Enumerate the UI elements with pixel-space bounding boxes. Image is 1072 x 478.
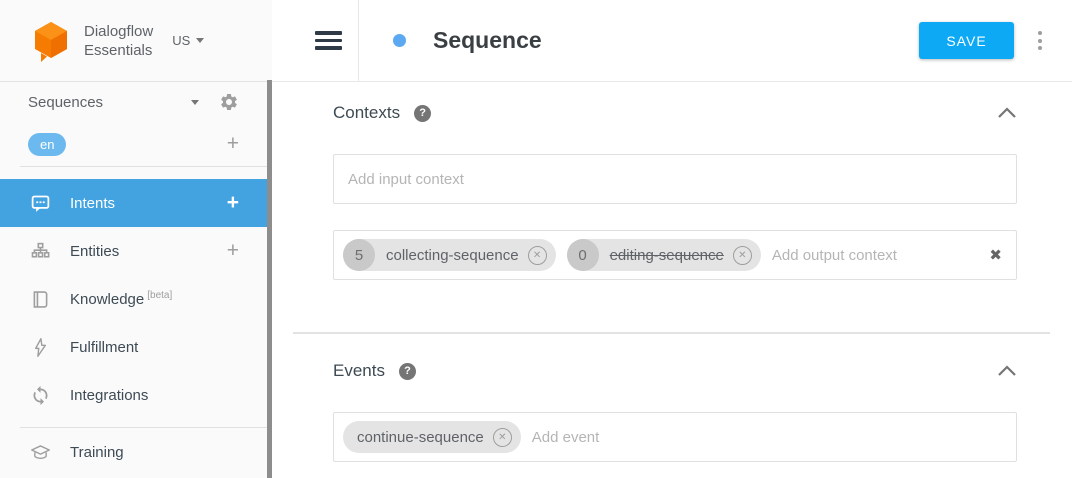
sidebar-item-label: Integrations	[70, 386, 149, 404]
help-icon[interactable]: ?	[414, 104, 432, 122]
sidebar-item-intents[interactable]: Intents +	[0, 179, 267, 227]
sidebar-item-fulfillment[interactable]: Fulfillment	[0, 323, 267, 371]
collapse-events-chevron-up-icon[interactable]	[997, 365, 1017, 377]
dialogflow-logo-icon	[35, 21, 67, 62]
brand-line1: Dialogflow	[84, 22, 154, 40]
remove-event-icon[interactable]: ✕	[492, 427, 512, 447]
entities-tree-icon	[31, 242, 50, 258]
intent-content: Contexts ? Add input context 5 collectin…	[272, 82, 1072, 462]
context-lifespan[interactable]: 0	[566, 239, 599, 271]
help-icon[interactable]: ?	[398, 362, 416, 380]
region-label: US	[172, 33, 191, 48]
scrollbar-thumb[interactable]	[267, 80, 272, 478]
add-language-button[interactable]: +	[226, 132, 239, 155]
event-chip[interactable]: continue-sequence ✕	[343, 421, 521, 453]
event-placeholder: Add event	[531, 428, 600, 446]
brand-line2: Essentials	[84, 41, 153, 59]
language-badge[interactable]: en	[28, 132, 67, 156]
main-panel: Sequence SAVE Contexts ? Add input conte…	[272, 0, 1072, 478]
agent-settings-gear-icon[interactable]	[219, 92, 239, 112]
sidebar-item-knowledge[interactable]: Knowledge[beta]	[0, 275, 267, 323]
clear-contexts-icon[interactable]: ✖	[989, 247, 1002, 264]
events-section-header: Events ?	[333, 361, 1017, 381]
events-heading: Events	[333, 361, 385, 380]
output-context-chip[interactable]: 0 editing-sequence ✕	[566, 239, 761, 271]
sidebar-scrollbar[interactable]	[267, 0, 272, 478]
menu-hamburger-icon[interactable]	[315, 31, 342, 50]
output-context-chip[interactable]: 5 collecting-sequence ✕	[343, 239, 556, 271]
language-row: en +	[0, 122, 267, 166]
beta-tag: [beta]	[147, 290, 173, 301]
add-intent-button[interactable]: +	[226, 191, 239, 214]
sidebar-divider	[20, 427, 267, 428]
sidebar-item-label: Knowledge[beta]	[70, 290, 173, 308]
sidebar-divider	[20, 166, 267, 167]
add-entity-button[interactable]: +	[226, 239, 239, 262]
sidebar-item-label: Fulfillment	[70, 338, 139, 356]
contexts-heading: Contexts	[333, 103, 401, 122]
chat-icon	[31, 195, 50, 212]
bolt-icon	[34, 337, 47, 357]
sidebar-item-training[interactable]: Training	[0, 428, 267, 476]
remove-context-icon[interactable]: ✕	[527, 245, 547, 265]
save-button[interactable]: SAVE	[919, 22, 1014, 59]
region-selector[interactable]: US	[172, 33, 205, 48]
agent-selector[interactable]: Sequences	[28, 93, 104, 111]
caret-down-icon	[196, 38, 205, 43]
sync-icon	[33, 385, 48, 405]
more-options-kebab-icon[interactable]	[1038, 30, 1042, 52]
context-name: collecting-sequence	[386, 246, 519, 264]
intent-header: Sequence SAVE	[272, 0, 1072, 82]
context-lifespan[interactable]: 5	[343, 239, 375, 271]
brand-header: Dialogflow Essentials US	[0, 0, 267, 82]
agent-selector-row: Sequences	[0, 82, 267, 122]
sidebar-item-label: Intents	[70, 194, 116, 212]
collapse-contexts-chevron-up-icon[interactable]	[997, 107, 1017, 119]
sidebar-item-integrations[interactable]: Integrations	[0, 371, 267, 419]
sidebar-item-label: Training	[70, 443, 124, 461]
header-divider	[358, 0, 359, 82]
section-divider	[293, 332, 1050, 334]
events-field[interactable]: continue-sequence ✕ Add event	[333, 412, 1017, 462]
caret-down-icon[interactable]	[191, 99, 199, 105]
sidebar-nav: Intents + Entities +	[0, 167, 267, 419]
context-name: editing-sequence	[609, 246, 724, 264]
graduation-cap-icon	[31, 444, 50, 459]
sidebar-item-label: Entities	[70, 242, 120, 260]
intent-status-dot	[393, 34, 406, 47]
event-name: continue-sequence	[357, 428, 484, 446]
input-context-field[interactable]: Add input context	[333, 154, 1017, 204]
output-context-field[interactable]: 5 collecting-sequence ✕ 0 editing-sequen…	[333, 230, 1017, 280]
page-title: Sequence	[433, 27, 542, 53]
sidebar-item-entities[interactable]: Entities +	[0, 227, 267, 275]
contexts-section-header: Contexts ?	[333, 103, 1017, 123]
remove-context-icon[interactable]: ✕	[732, 245, 752, 265]
brand-name: Dialogflow Essentials	[84, 22, 153, 60]
book-icon	[33, 290, 48, 308]
sidebar: Dialogflow Essentials US Sequences en +	[0, 0, 267, 478]
input-context-placeholder: Add input context	[348, 170, 464, 188]
output-context-placeholder: Add output context	[771, 246, 897, 264]
